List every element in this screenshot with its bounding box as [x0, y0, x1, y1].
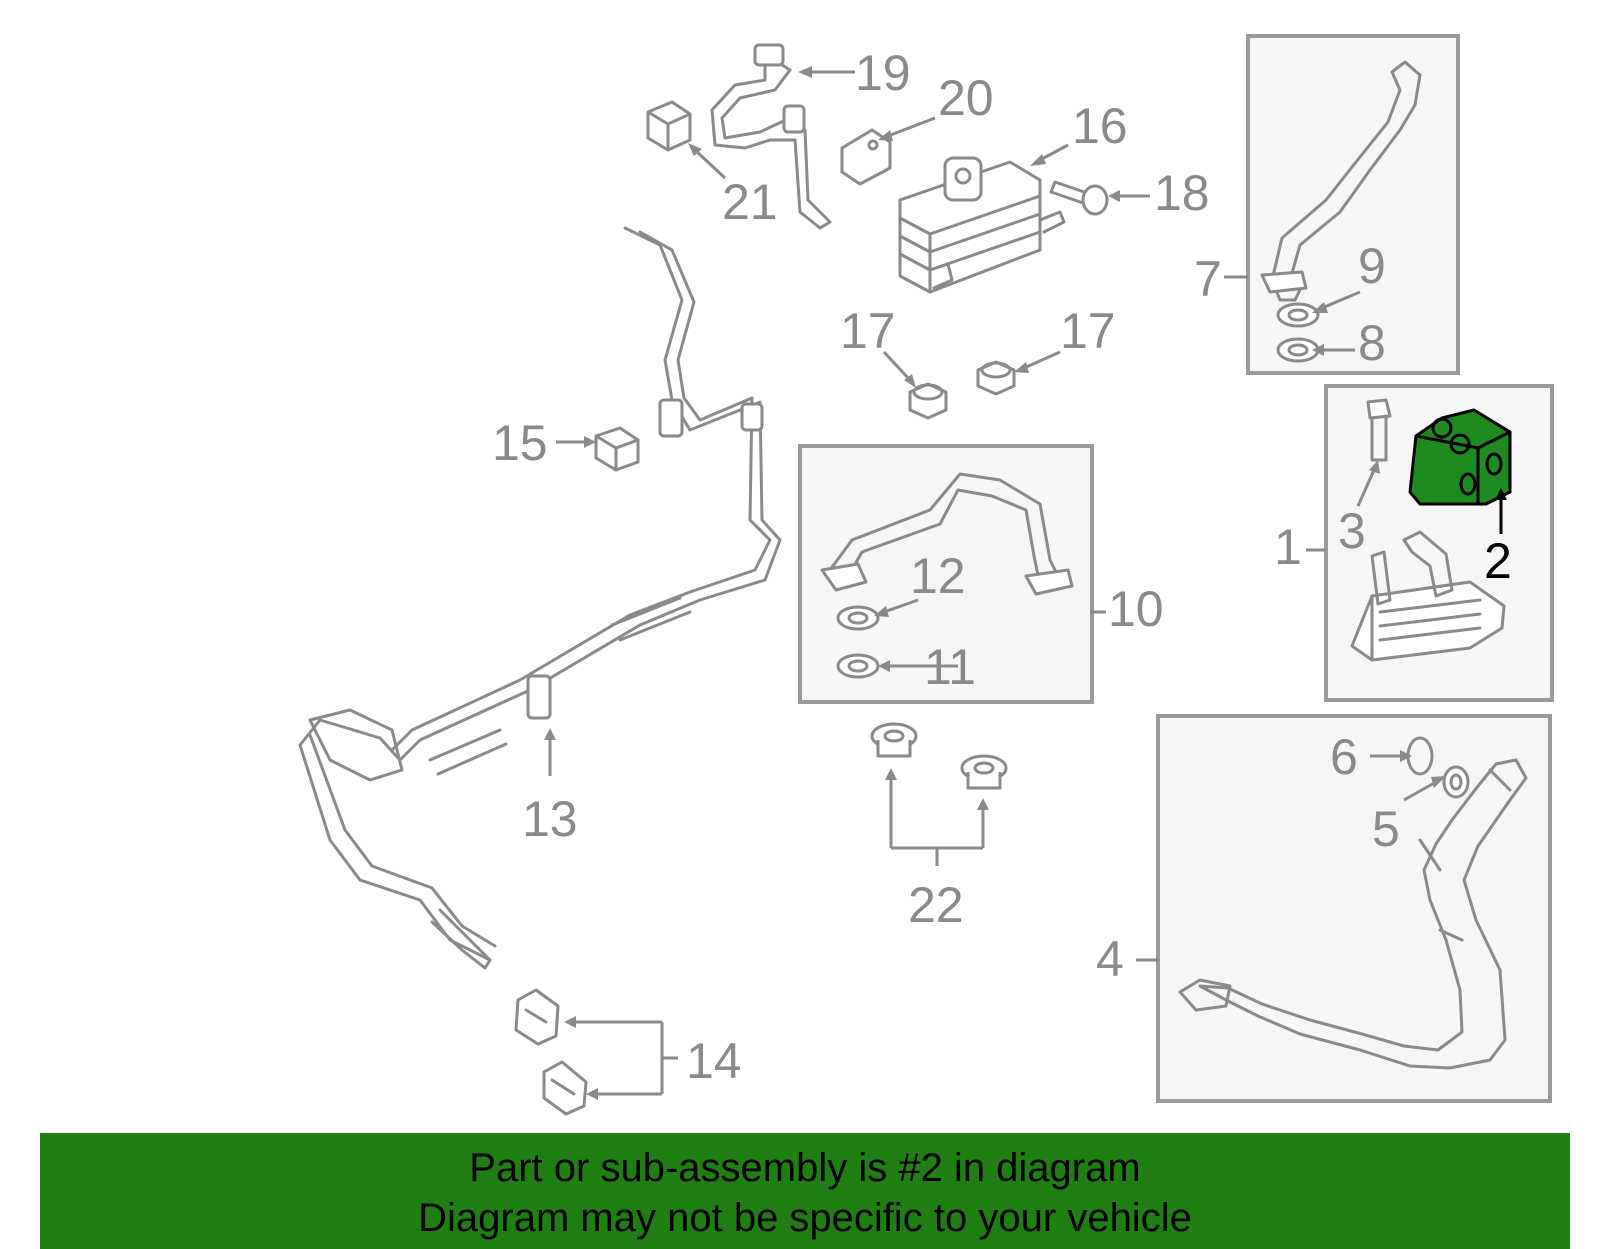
- callout-21[interactable]: 21: [722, 174, 778, 230]
- callout-15[interactable]: 15: [492, 415, 548, 471]
- part-8-washer[interactable]: [1276, 337, 1320, 363]
- part-12-washer[interactable]: [836, 605, 880, 631]
- leader-lines: [544, 66, 1507, 1100]
- part-22-grommet-b[interactable]: [960, 754, 1008, 790]
- part-21-bushing[interactable]: [646, 100, 692, 152]
- part-20-bracket[interactable]: [840, 128, 892, 186]
- callout-12[interactable]: 12: [910, 548, 966, 604]
- banner-line-2: Diagram may not be specific to your vehi…: [418, 1196, 1192, 1240]
- callout-18[interactable]: 18: [1154, 165, 1210, 221]
- callout-5[interactable]: 5: [1372, 801, 1400, 857]
- callout-19[interactable]: 19: [855, 45, 911, 101]
- callout-6[interactable]: 6: [1330, 729, 1358, 785]
- callout-22[interactable]: 22: [908, 877, 964, 933]
- callout-11[interactable]: 11: [924, 639, 976, 695]
- part-7-pipe[interactable]: [1260, 60, 1422, 302]
- callout-14[interactable]: 14: [686, 1033, 742, 1089]
- callout-17-a[interactable]: 17: [840, 303, 896, 359]
- part-11-washer[interactable]: [836, 653, 880, 679]
- part-5-seal[interactable]: [1442, 765, 1470, 799]
- callout-9[interactable]: 9: [1358, 238, 1386, 294]
- callout-3[interactable]: 3: [1338, 503, 1366, 559]
- part-17-nut-b[interactable]: [976, 360, 1016, 396]
- part-16-cooler[interactable]: [898, 156, 1066, 294]
- info-banner: Part or sub-assembly is #2 in diagram Di…: [40, 1133, 1570, 1249]
- callout-2[interactable]: 2: [1484, 533, 1512, 589]
- group-box-7: [1246, 34, 1460, 375]
- callout-1[interactable]: 1: [1274, 519, 1302, 575]
- banner-line-1: Part or sub-assembly is #2 in diagram: [469, 1146, 1141, 1190]
- part-19-hose[interactable]: [710, 43, 832, 230]
- callout-7[interactable]: 7: [1194, 251, 1222, 307]
- part-3-bolt[interactable]: [1366, 398, 1392, 462]
- callout-20[interactable]: 20: [938, 70, 994, 126]
- part-9-washer[interactable]: [1276, 302, 1320, 328]
- callout-8[interactable]: 8: [1358, 315, 1386, 371]
- callout-4[interactable]: 4: [1096, 931, 1124, 987]
- part-15-bushing[interactable]: [594, 426, 640, 472]
- part-13-tube-assembly[interactable]: [298, 226, 782, 970]
- part-10-tube[interactable]: [820, 472, 1074, 596]
- callout-13[interactable]: 13: [522, 791, 578, 847]
- callout-10[interactable]: 10: [1108, 581, 1164, 637]
- callout-16[interactable]: 16: [1072, 98, 1128, 154]
- part-4-pipe[interactable]: [1178, 758, 1528, 1070]
- part-2-highlighted-valve[interactable]: [1408, 408, 1512, 506]
- part-17-nut-a[interactable]: [908, 382, 948, 420]
- part-18-bolt[interactable]: [1049, 180, 1109, 216]
- part-1-cooler[interactable]: [1350, 530, 1506, 662]
- callout-labels: 19 20 21 16 18 17 17 15 7 9 8 3 2 1 12 1…: [492, 45, 1512, 1089]
- part-22-grommet-a[interactable]: [870, 722, 918, 758]
- part-14-clip-b[interactable]: [542, 1060, 588, 1116]
- callout-17-b[interactable]: 17: [1060, 303, 1116, 359]
- part-14-clip-a[interactable]: [514, 988, 560, 1046]
